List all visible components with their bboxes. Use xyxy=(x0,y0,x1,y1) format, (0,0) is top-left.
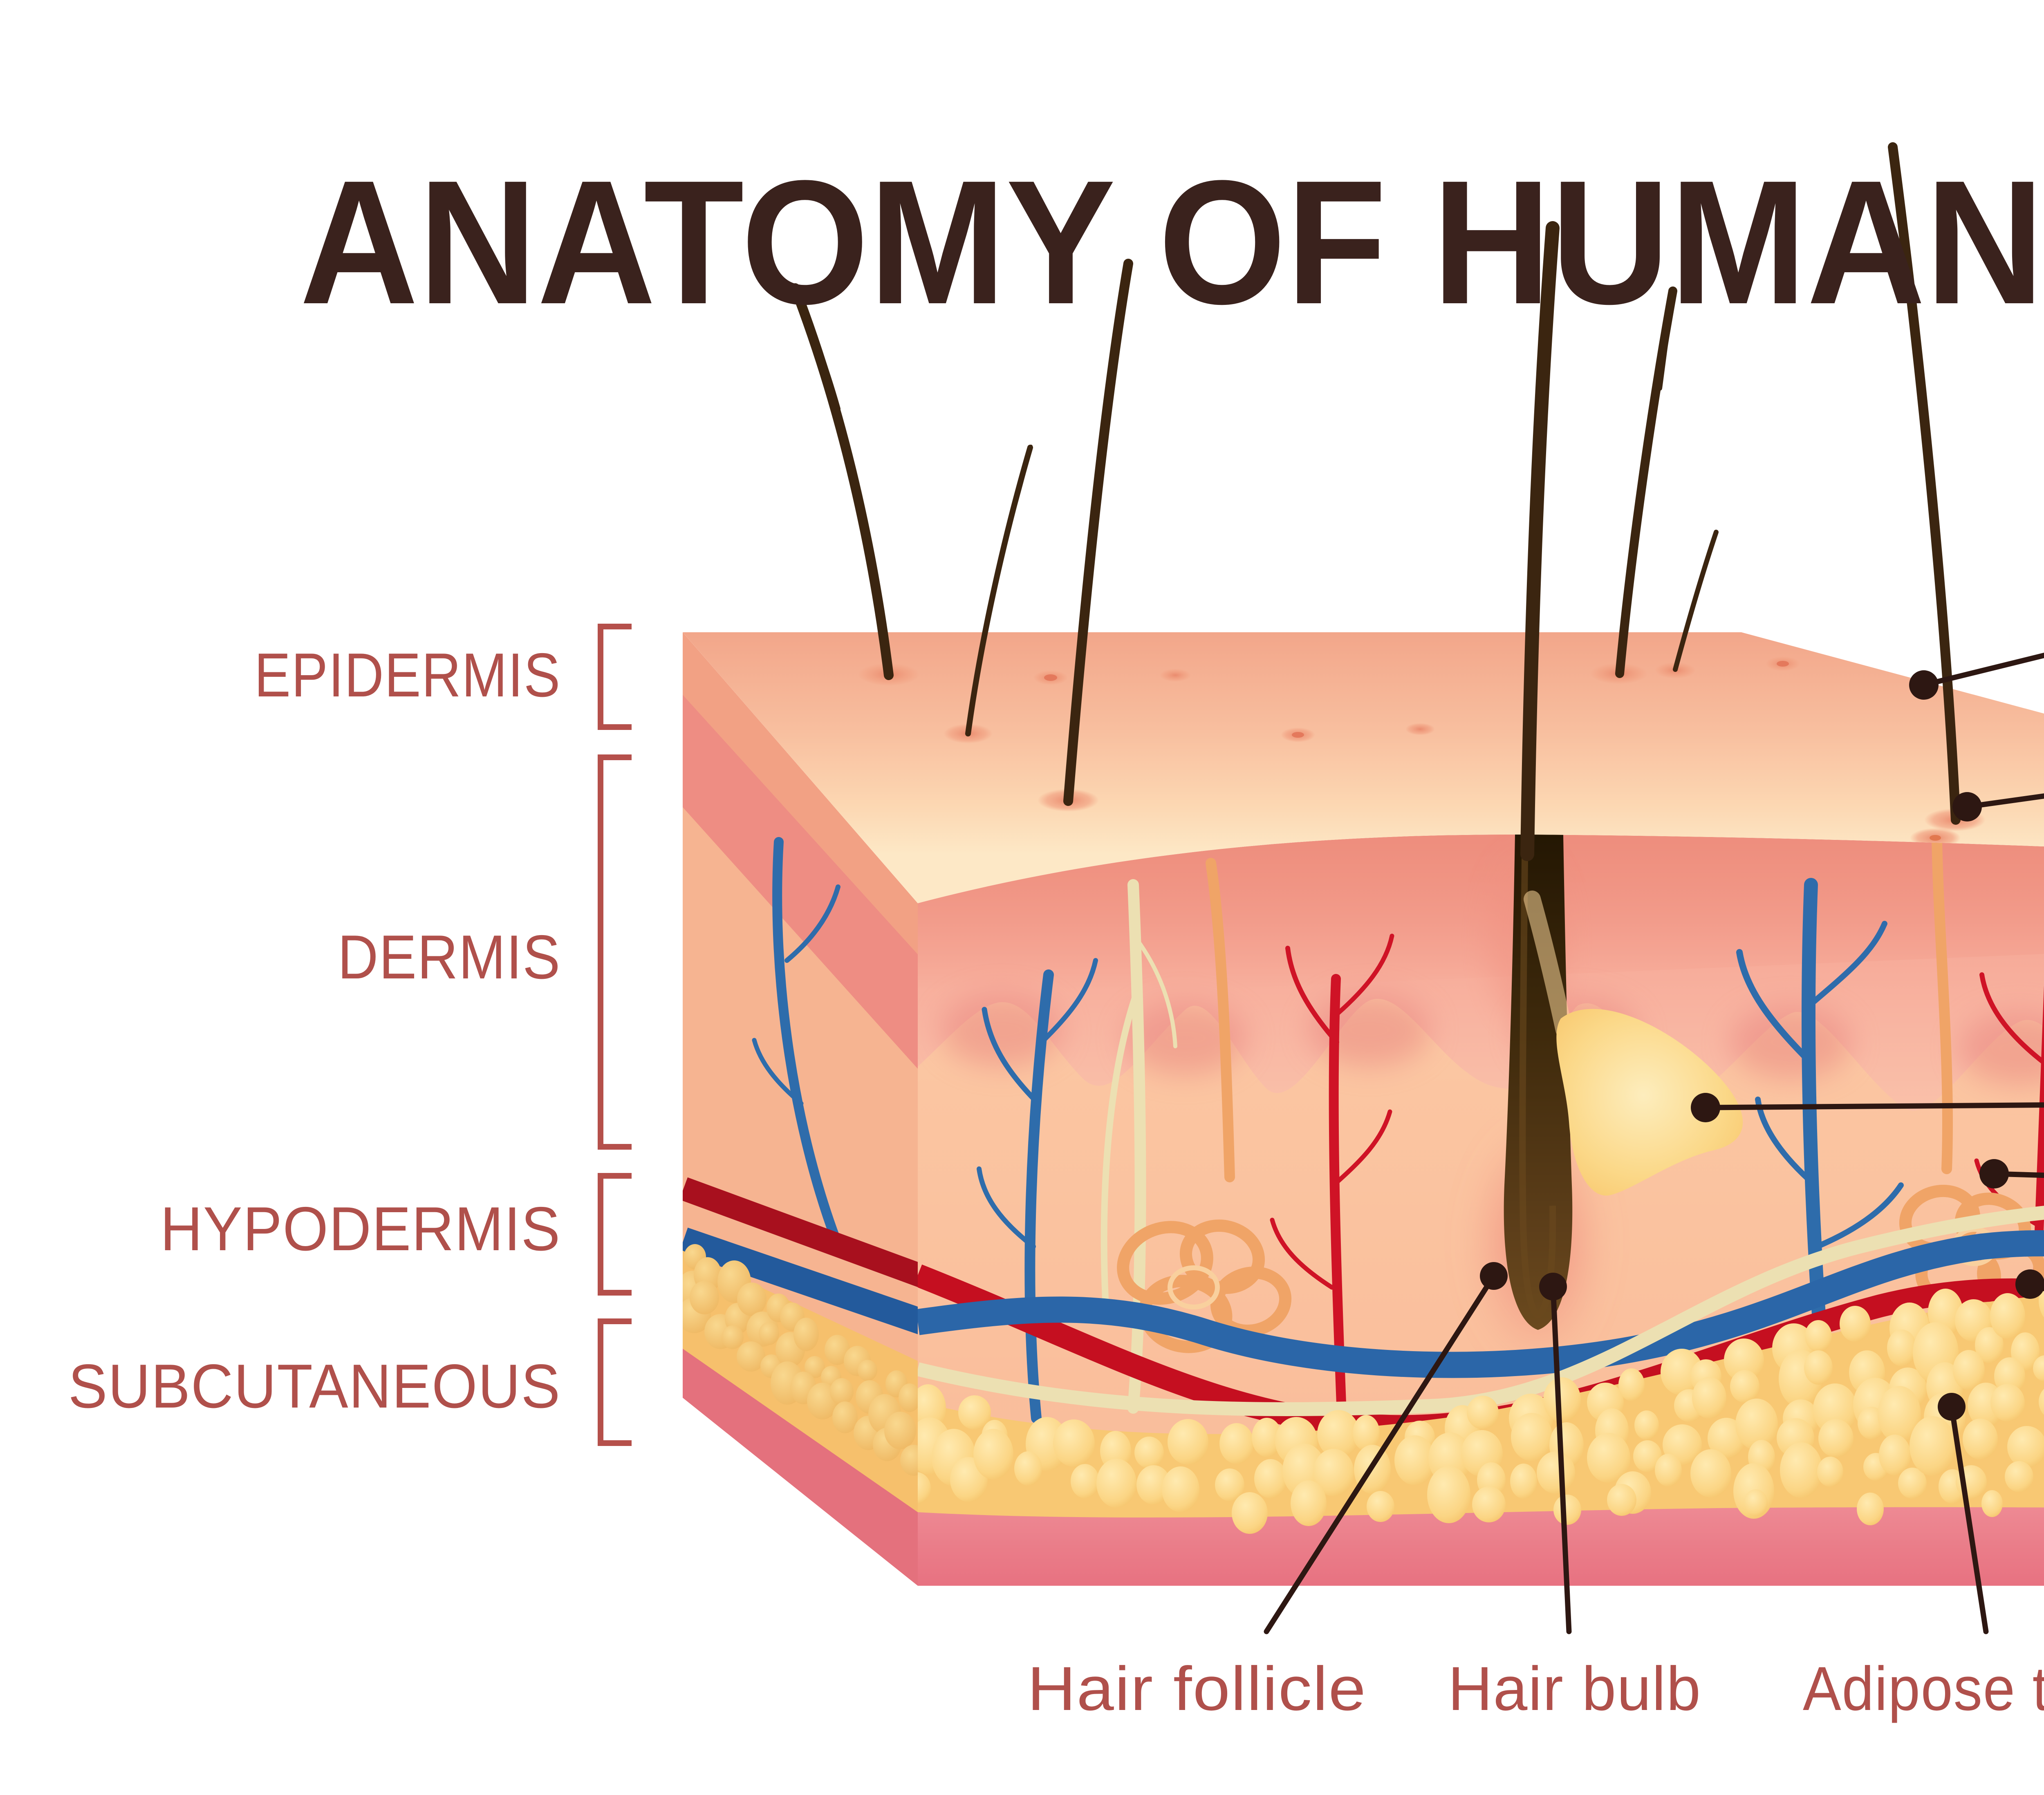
label-adipose-tissue: Adipose tissue xyxy=(1803,1654,2044,1723)
hairs xyxy=(790,142,1961,861)
nerve-horizontal xyxy=(918,1201,2044,1416)
hair-strand xyxy=(1673,530,1719,672)
hair-leader-dot xyxy=(1909,670,1939,700)
hair-bulb-leader-line xyxy=(1550,1284,1572,1634)
nerve-fiber-left xyxy=(1100,879,1177,1414)
skin-pores xyxy=(1033,656,1941,841)
bracket-epidermis xyxy=(598,624,632,730)
bracket-dermis xyxy=(598,754,632,1150)
left-face-vein-horizontal xyxy=(683,1227,918,1335)
sweat-gland-leader-line xyxy=(1991,1171,2044,1178)
page-title: ANATOMY OF HUMAN SKIN xyxy=(300,143,2044,341)
sweat-gland-leader-dot xyxy=(1979,1159,2009,1188)
sebaceous-gland-leader-dot xyxy=(1691,1093,1720,1122)
skin-block-illustration xyxy=(683,142,2044,1586)
sweat-pore-leader-line xyxy=(1964,793,2044,810)
sebaceous-gland-leader-line xyxy=(1703,1102,2044,1110)
leader-dots xyxy=(1480,670,2044,1421)
hair-strand xyxy=(790,283,894,680)
structure-labels: Hair Sweat Pore Nerve Sebaceous Gland Sw… xyxy=(1027,1654,2044,1723)
subcutaneous-base xyxy=(918,1507,2044,1586)
label-hair-bulb: Hair bulb xyxy=(1448,1654,1701,1723)
adipose-bubbles xyxy=(918,1276,2044,1534)
left-face xyxy=(683,632,918,1586)
label-dermis: DERMIS xyxy=(338,922,561,992)
sebaceous-gland-shape xyxy=(1556,1009,1743,1196)
label-subcutaneous: SUBCUTANEOUS xyxy=(68,1352,561,1421)
label-hypodermis: HYPODERMIS xyxy=(160,1194,561,1264)
artery-leader-dot xyxy=(2015,1269,2044,1299)
label-epidermis: EPIDERMIS xyxy=(254,640,561,710)
hair-leader-line xyxy=(1921,652,2044,688)
adipose-tissue-leader-dot xyxy=(1938,1393,1966,1421)
vein-vessel-left xyxy=(977,958,1098,1423)
bracket-subcutaneous xyxy=(598,1318,632,1446)
left-face-epidermis xyxy=(683,695,918,1069)
label-hair-follicle: Hair follicle xyxy=(1027,1654,1367,1723)
left-face-surface-strip xyxy=(683,632,918,954)
sweat-pore-leader-dot xyxy=(1952,792,1982,821)
left-face-vein xyxy=(772,837,845,1256)
sweat-gland-left xyxy=(1117,858,1292,1353)
bracket-hypodermis xyxy=(598,1173,632,1296)
hair-follicle-leader-dot xyxy=(1480,1262,1508,1290)
adipose-tissue-leader-line xyxy=(1949,1404,1989,1634)
left-face-artery xyxy=(683,1177,918,1288)
left-face-base xyxy=(683,1349,918,1586)
leader-lines xyxy=(1264,652,2044,1634)
hair-follicle-leader-line xyxy=(1264,1273,1497,1634)
hair-bulb-leader-dot xyxy=(1539,1273,1567,1300)
front-face xyxy=(918,834,2044,1586)
layer-labels: EPIDERMIS DERMIS HYPODERMIS SUBCUTANEOUS xyxy=(68,624,632,1446)
